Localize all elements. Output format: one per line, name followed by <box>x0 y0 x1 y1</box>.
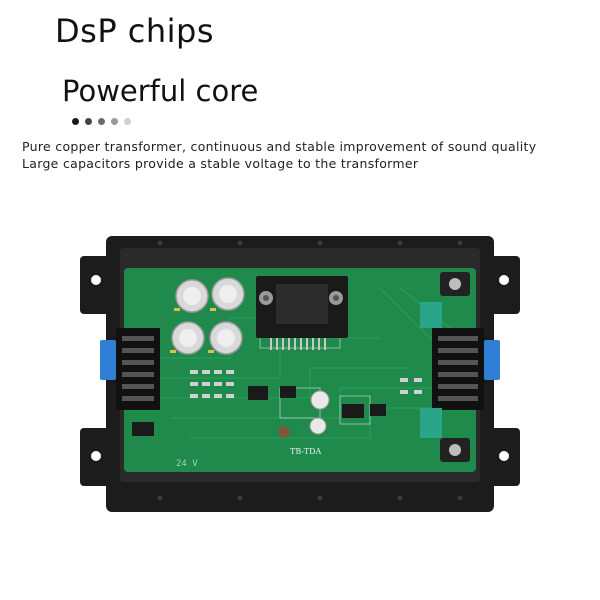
indicator-dot <box>111 118 118 125</box>
connector-teal-top <box>420 302 442 328</box>
connector-right-blue <box>484 340 500 380</box>
description-line-2: Large capacitors provide a stable voltag… <box>22 156 419 171</box>
pcb-label-model: TB-TDA <box>290 447 322 456</box>
indicator-dot <box>85 118 92 125</box>
pcb <box>124 268 476 472</box>
indicator-dot <box>72 118 79 125</box>
connector-teal-bottom <box>420 408 442 438</box>
indicator-dot <box>98 118 105 125</box>
pcb-label-voltage: 24 V <box>176 459 198 469</box>
indicator-dot <box>124 118 131 125</box>
description-line-1: Pure copper transformer, continuous and … <box>22 139 537 154</box>
page-title: DsP chips <box>55 12 215 50</box>
connector-left-blue <box>100 340 116 380</box>
indicator-dots <box>72 118 131 125</box>
page-subtitle: Powerful core <box>62 74 259 108</box>
amplifier-board-image: 24 V TB-TDA <box>80 236 520 512</box>
capacitor-group <box>170 277 245 355</box>
